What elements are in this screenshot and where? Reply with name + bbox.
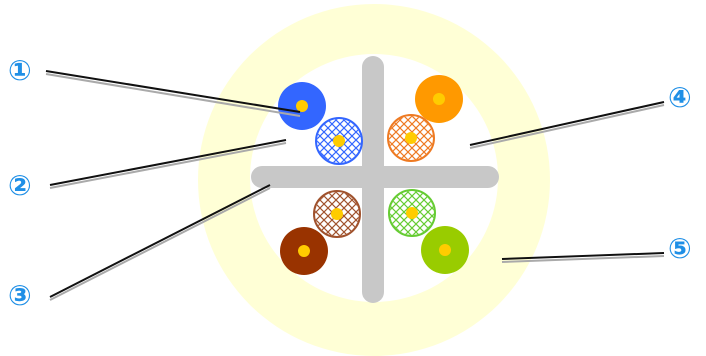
callout-1: ① (8, 54, 32, 87)
callout-5: ⑤ (668, 232, 692, 265)
wire-blue (278, 82, 326, 130)
wire-green (421, 226, 469, 274)
wire-blue-white (316, 118, 362, 164)
wire-orange (415, 75, 463, 123)
callout-3: ③ (8, 279, 32, 312)
callout-4: ④ (668, 81, 692, 114)
wire-brown (280, 227, 328, 275)
wire-brown-white (314, 191, 360, 237)
callout-2: ② (8, 169, 32, 202)
wire-green-white (389, 190, 435, 236)
wire-orange-white (388, 115, 434, 161)
